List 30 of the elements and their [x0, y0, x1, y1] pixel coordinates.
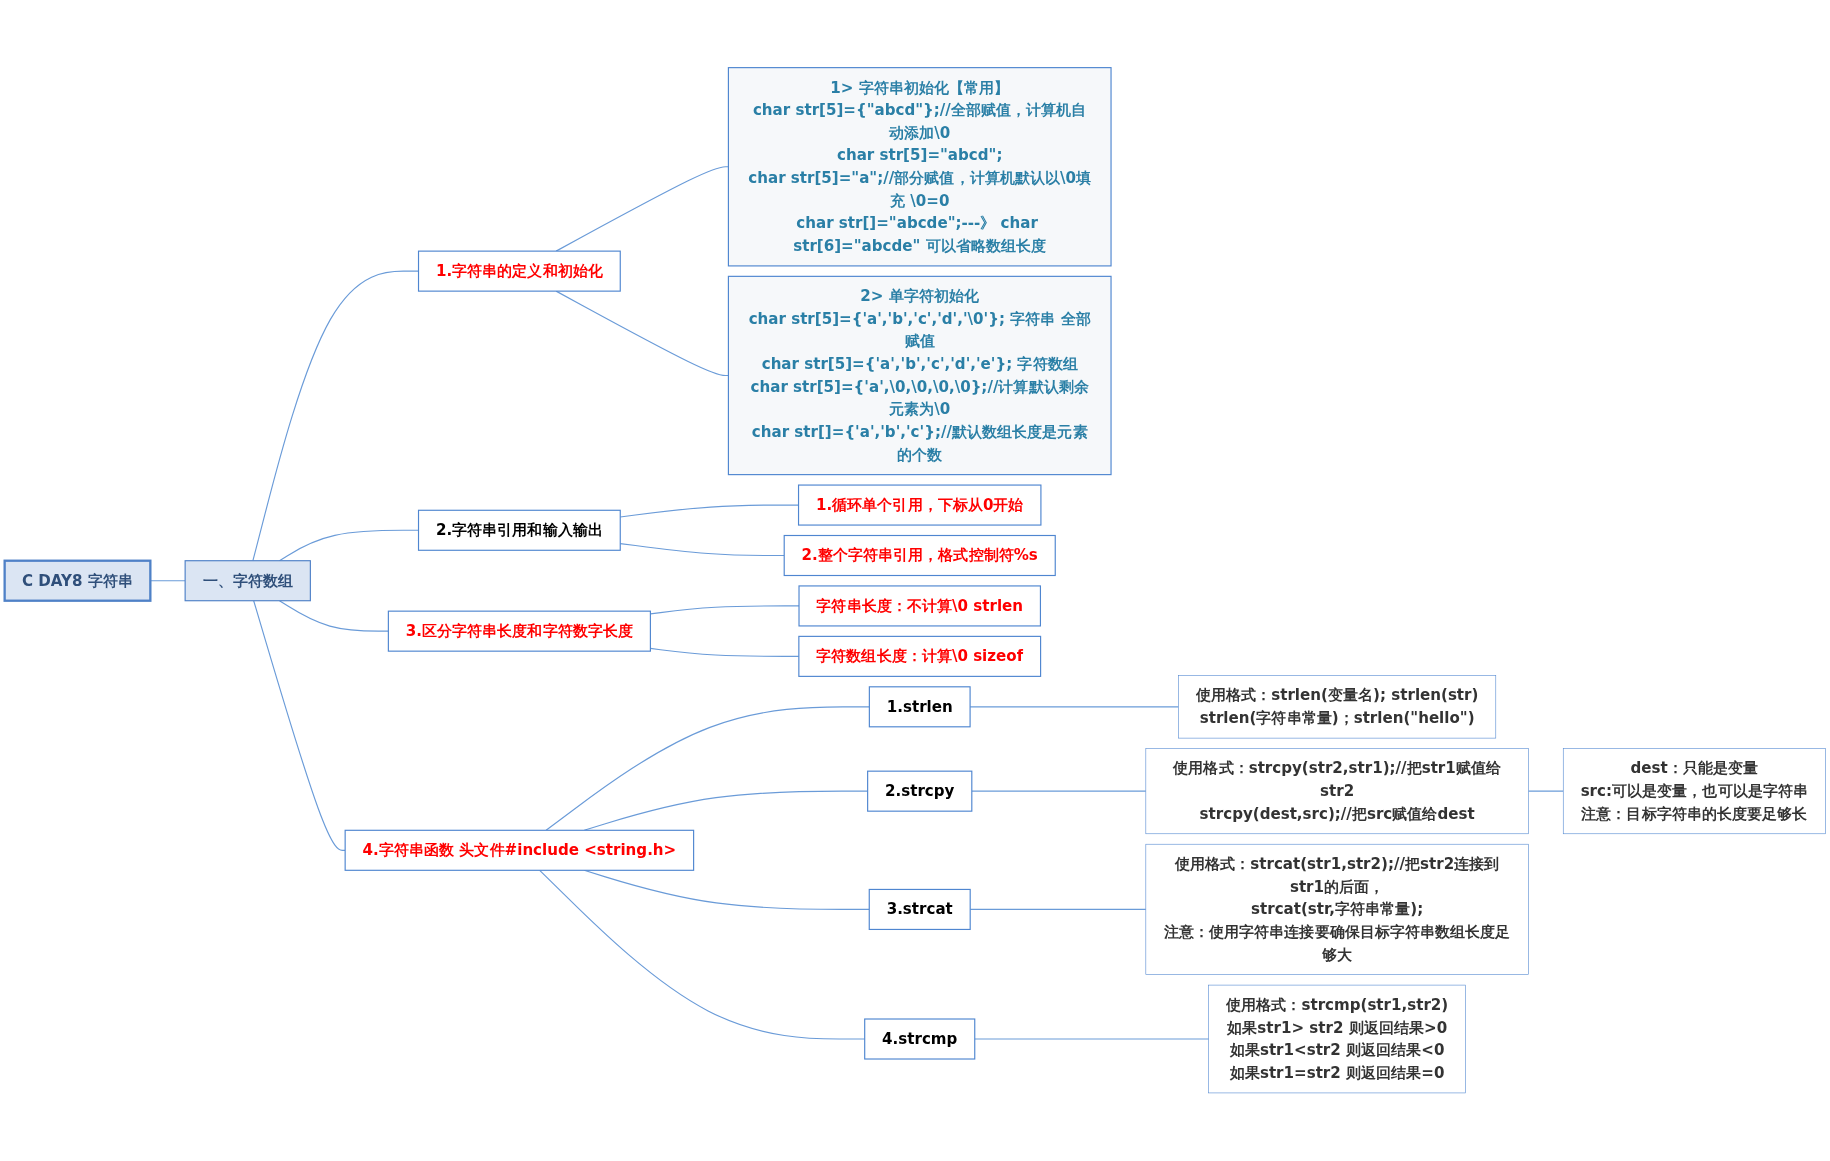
node-box: 4.strcmp — [864, 1018, 976, 1060]
node-box: dest：只能是变量 src:可以是变量，也可以是字符串 注意：目标字符串的长度要足够长 — [1562, 748, 1826, 835]
connector — [974, 1038, 1210, 1040]
node-box: 2.strcpy — [867, 770, 973, 812]
connector — [555, 166, 729, 252]
connector — [278, 600, 389, 632]
node-box: 2> 单字符初始化 char str[5]={'a','b','c','d','\0'}; 字符串 全部赋值 char str[5]={'a','b','c','d','e'}; 字符数组 char str[5]={'a',\0,\0,\0,\0};//计算默认剩余元素为\0 char str[]={'a','b','c'};//默认数组长度是元素的个数 — [727, 276, 1112, 476]
connector — [545, 706, 870, 832]
connector — [555, 290, 729, 377]
connector — [971, 790, 1147, 792]
connector — [1527, 790, 1564, 792]
node-box: 字符数组长度：计算\0 sizeof — [798, 636, 1042, 678]
node-box: 1.strlen — [868, 686, 971, 728]
node-box: 使用格式：strcat(str1,str2);//把str2连接到str1的后面， strcat(str,字符串常量); 注意：使用字符串连接要确保目标字符串数组长度足够大 — [1145, 844, 1529, 976]
node-box: 1.循环单个引用，下标从0开始 — [797, 484, 1042, 526]
node-box: 使用格式：strcpy(str2,str1);//把str1赋值给str2 strcpy(dest,src);//把src赋值给dest — [1145, 748, 1529, 835]
connector — [649, 605, 800, 615]
node-box: 2.整个字符串引用，格式控制符%s — [783, 535, 1056, 577]
connector — [253, 600, 346, 852]
node-box: 字符串长度：不计算\0 strlen — [798, 585, 1041, 627]
node-box: 一、字符数组 — [184, 560, 311, 602]
node-box: C DAY8 字符串 — [3, 559, 152, 603]
node-box: 使用格式：strcmp(str1,str2) 如果str1> str2 则返回结果>0 如果str1<str2 则返回结果<0 如果str1=str2 则返回结果=0 — [1208, 985, 1466, 1094]
node-box: 1> 字符串初始化【常用】 char str[5]={"abcd"};//全部赋值，计算机自动添加\0 char str[5]="abcd"; char str[5]="a";//部分赋值，计算机默认以\0填充 \0=0 char str[]="abcde";---》 char str[6]="abcde" 可以省略数组长度 — [727, 67, 1112, 267]
node-box: 1.字符串的定义和初始化 — [417, 250, 621, 292]
node-box: 3.区分字符串长度和字符数字长度 — [387, 610, 651, 652]
node-box: 4.字符串函数 头文件#include <string.h> — [344, 829, 695, 872]
node-box: 3.strcat — [868, 889, 971, 931]
node-box: 2.字符串引用和输入输出 — [417, 509, 621, 552]
node-box: 使用格式：strlen(变量名); strlen(str) strlen(字符串常量)；strlen("hello") — [1178, 675, 1497, 739]
